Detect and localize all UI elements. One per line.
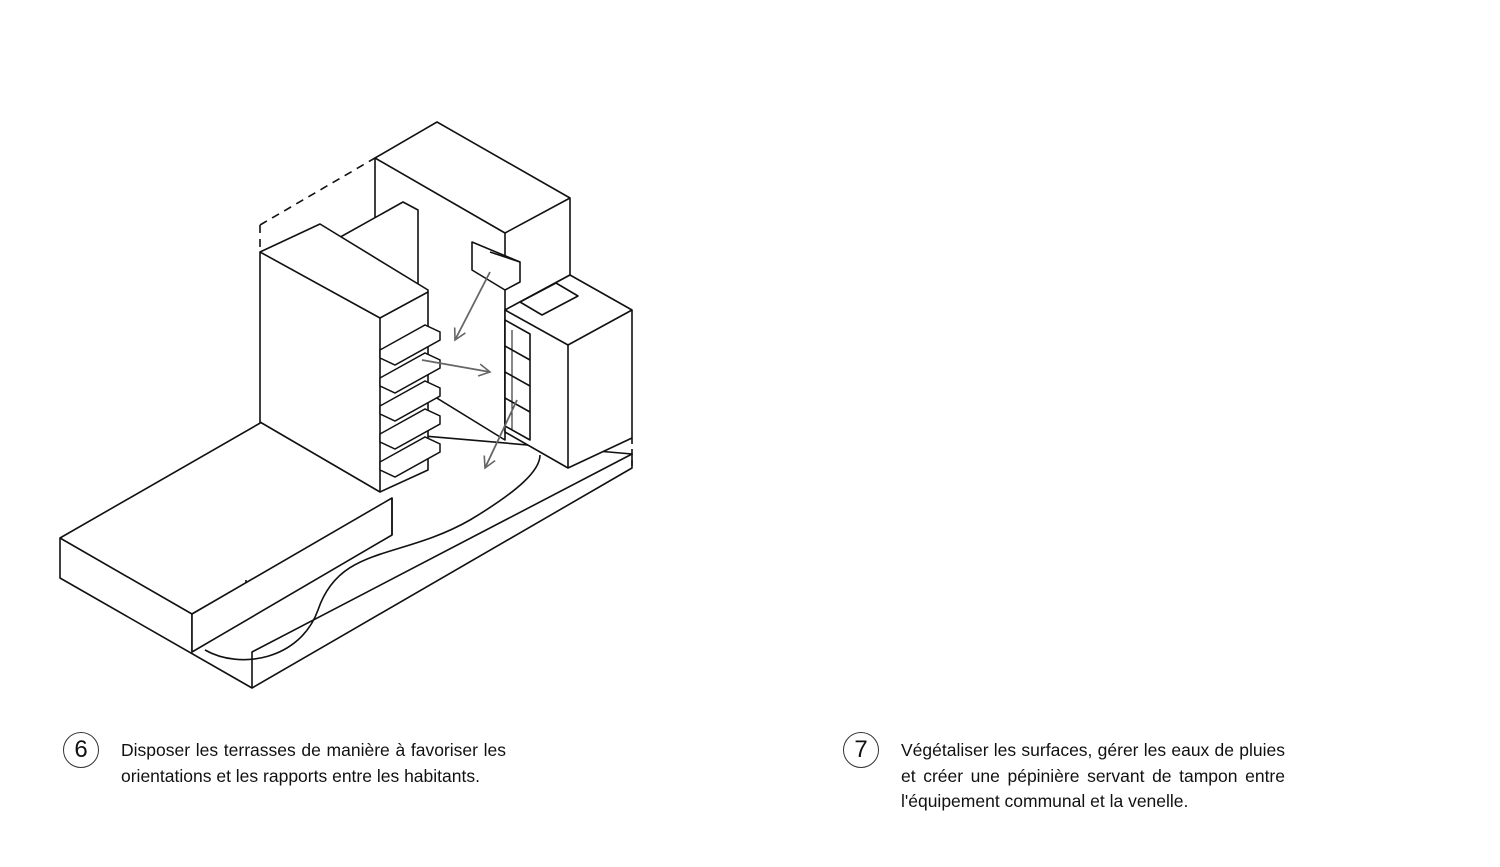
step-7-panel: 7 Végétaliser les surfaces, gérer les ea… — [780, 0, 1500, 867]
step-number-badge: 6 — [63, 732, 99, 768]
garden-path — [204, 454, 541, 661]
left-tower — [259, 223, 429, 493]
step-caption: Disposer les terrasses de manière à favo… — [121, 740, 506, 786]
orientation-arrows — [421, 271, 518, 470]
terraces — [379, 324, 441, 478]
step-caption: Végétaliser les surfaces, gérer les eaux… — [901, 740, 1285, 811]
step-number-badge: 7 — [843, 732, 879, 768]
axonometric-diagram-terraces — [59, 121, 633, 689]
step-6-panel: 6 Disposer les terrasses de manière à fa… — [59, 121, 633, 786]
axonometric-diagram-vegetation — [780, 100, 1500, 700]
